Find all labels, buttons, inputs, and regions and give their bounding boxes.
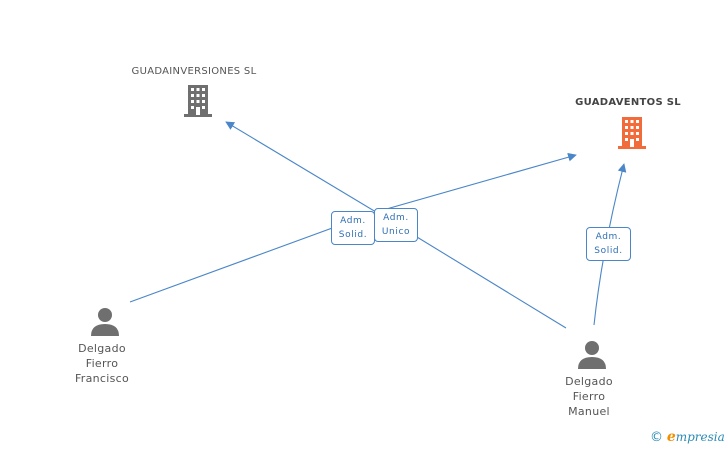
person-icon[interactable]	[90, 306, 120, 336]
company-name-guadainversiones[interactable]: GUADAINVERSIONES SL	[131, 66, 257, 77]
person-name-manuel[interactable]: Delgado Fierro Manuel	[565, 375, 613, 418]
person-name-francisco[interactable]: Delgado Fierro Francisco	[74, 342, 130, 385]
building-icon[interactable]	[182, 84, 214, 118]
relation-label-adm-solid[interactable]: Adm. Solid.	[331, 211, 375, 245]
brand-logo: © empresia	[650, 429, 725, 445]
building-icon[interactable]	[616, 116, 648, 150]
relation-label-adm-solid-2[interactable]: Adm. Solid.	[586, 227, 631, 261]
company-name-guadaventos[interactable]: GUADAVENTOS SL	[575, 97, 681, 108]
relation-label-adm-unico[interactable]: Adm. Unico	[374, 208, 418, 242]
person-icon[interactable]	[577, 339, 607, 369]
